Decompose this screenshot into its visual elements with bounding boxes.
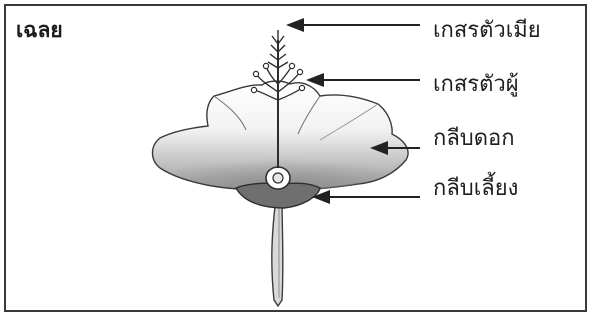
stem: [272, 198, 283, 306]
label-pistil: เกสรตัวเมีย: [433, 12, 541, 47]
label-petal: กลีบดอก: [433, 120, 515, 155]
label-sepal: กลีบเลี้ยง: [433, 170, 518, 205]
label-stamen: เกสรตัวผู้: [433, 66, 519, 101]
